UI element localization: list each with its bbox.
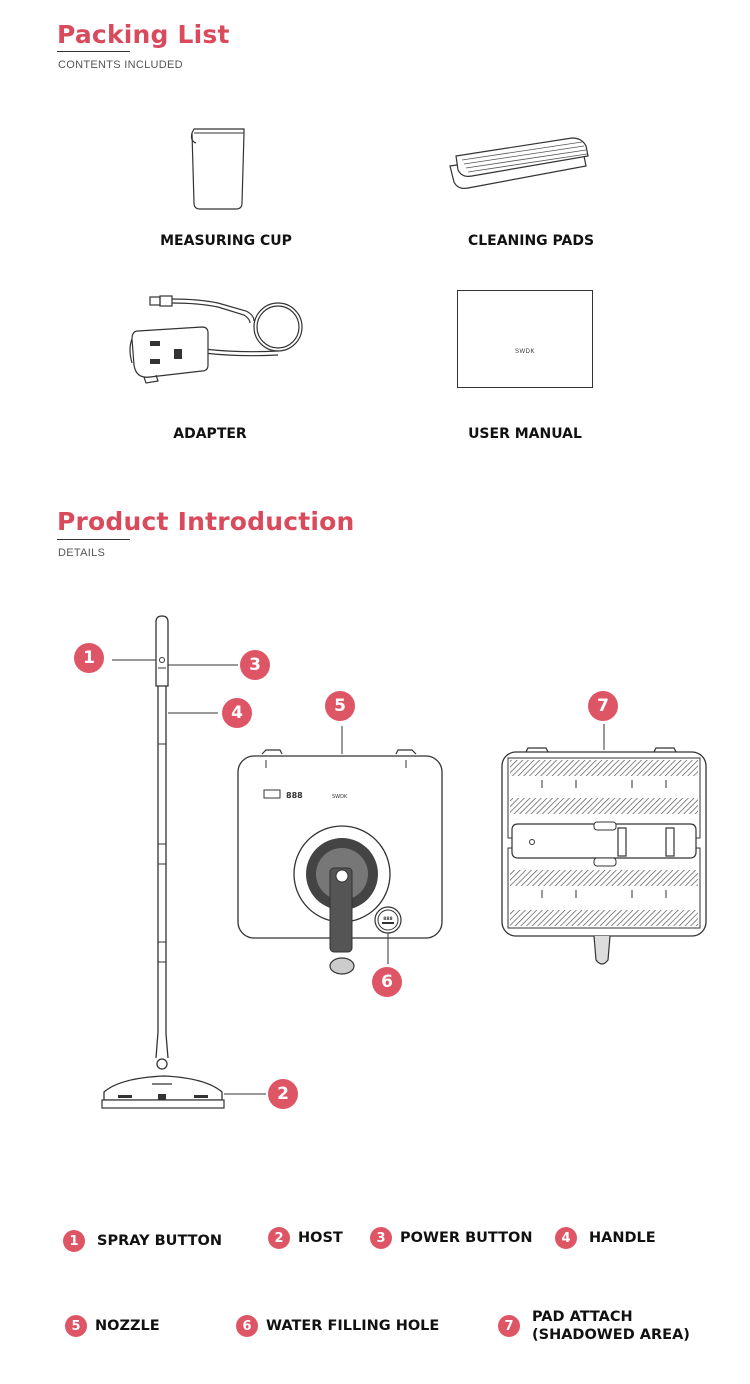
legend-label: PAD ATTACH (SHADOWED AREA) bbox=[532, 1309, 690, 1343]
user-manual-icon: SWDK bbox=[457, 290, 593, 388]
legend-label: HOST bbox=[298, 1230, 343, 1246]
packing-item-label: ADAPTER bbox=[173, 426, 247, 442]
legend-number: 5 bbox=[65, 1315, 87, 1337]
legend-number: 6 bbox=[236, 1315, 258, 1337]
host-top-view-illustration: 888 SWDK 888 bbox=[237, 726, 443, 975]
host-display-text: 888 bbox=[286, 791, 303, 800]
measuring-cup-icon bbox=[190, 128, 245, 210]
callout-badge: 6 bbox=[372, 967, 402, 997]
callout-badge: 4 bbox=[222, 698, 252, 728]
product-intro-rule bbox=[57, 539, 130, 540]
legend-item-pad-attach: 7 PAD ATTACH (SHADOWED AREA) bbox=[498, 1308, 702, 1344]
product-intro-title: Product Introduction bbox=[57, 507, 355, 536]
packing-list-subtitle: CONTENTS INCLUDED bbox=[58, 59, 183, 71]
manual-brand: SWDK bbox=[515, 349, 535, 355]
legend-label: HANDLE bbox=[589, 1230, 656, 1246]
product-intro-subtitle: DETAILS bbox=[58, 547, 106, 559]
fill-hole-text: 888 bbox=[383, 916, 392, 922]
legend-label: SPRAY BUTTON bbox=[97, 1233, 223, 1249]
legend-item-nozzle: 5 NOZZLE bbox=[65, 1315, 160, 1337]
legend-number: 1 bbox=[63, 1230, 85, 1252]
pad-attach-bottom-view-illustration bbox=[501, 724, 707, 965]
legend-item-power-button: 3 POWER BUTTON bbox=[370, 1227, 532, 1249]
legend-label: POWER BUTTON bbox=[400, 1230, 533, 1246]
legend-item-host: 2 HOST bbox=[268, 1227, 343, 1249]
callout-badge: 3 bbox=[240, 650, 270, 680]
packing-item-label: CLEANING PADS bbox=[467, 233, 595, 249]
packing-item-label: USER MANUAL bbox=[468, 426, 582, 442]
packing-item-label: MEASURING CUP bbox=[160, 233, 292, 249]
legend-number: 3 bbox=[370, 1227, 392, 1249]
legend-item-handle: 4 HANDLE bbox=[555, 1227, 656, 1249]
mop-side-view-illustration bbox=[101, 615, 266, 1109]
adapter-icon bbox=[129, 295, 303, 384]
legend-number: 7 bbox=[498, 1315, 520, 1337]
packing-list-title: Packing List bbox=[57, 20, 230, 49]
legend-number: 2 bbox=[268, 1227, 290, 1249]
host-brand-text: SWDK bbox=[332, 794, 348, 800]
cleaning-pads-icon bbox=[449, 137, 589, 189]
packing-list-rule bbox=[57, 51, 130, 52]
callout-badge: 5 bbox=[325, 691, 355, 721]
callout-badge: 7 bbox=[588, 691, 618, 721]
legend-item-water-filling-hole: 6 WATER FILLING HOLE bbox=[236, 1315, 439, 1337]
legend-label: WATER FILLING HOLE bbox=[266, 1318, 440, 1334]
legend-number: 4 bbox=[555, 1227, 577, 1249]
legend-label: NOZZLE bbox=[95, 1318, 160, 1334]
callout-badge: 2 bbox=[268, 1079, 298, 1109]
callout-badge: 1 bbox=[74, 643, 104, 673]
legend-item-spray-button: 1 SPRAY BUTTON bbox=[63, 1230, 222, 1252]
